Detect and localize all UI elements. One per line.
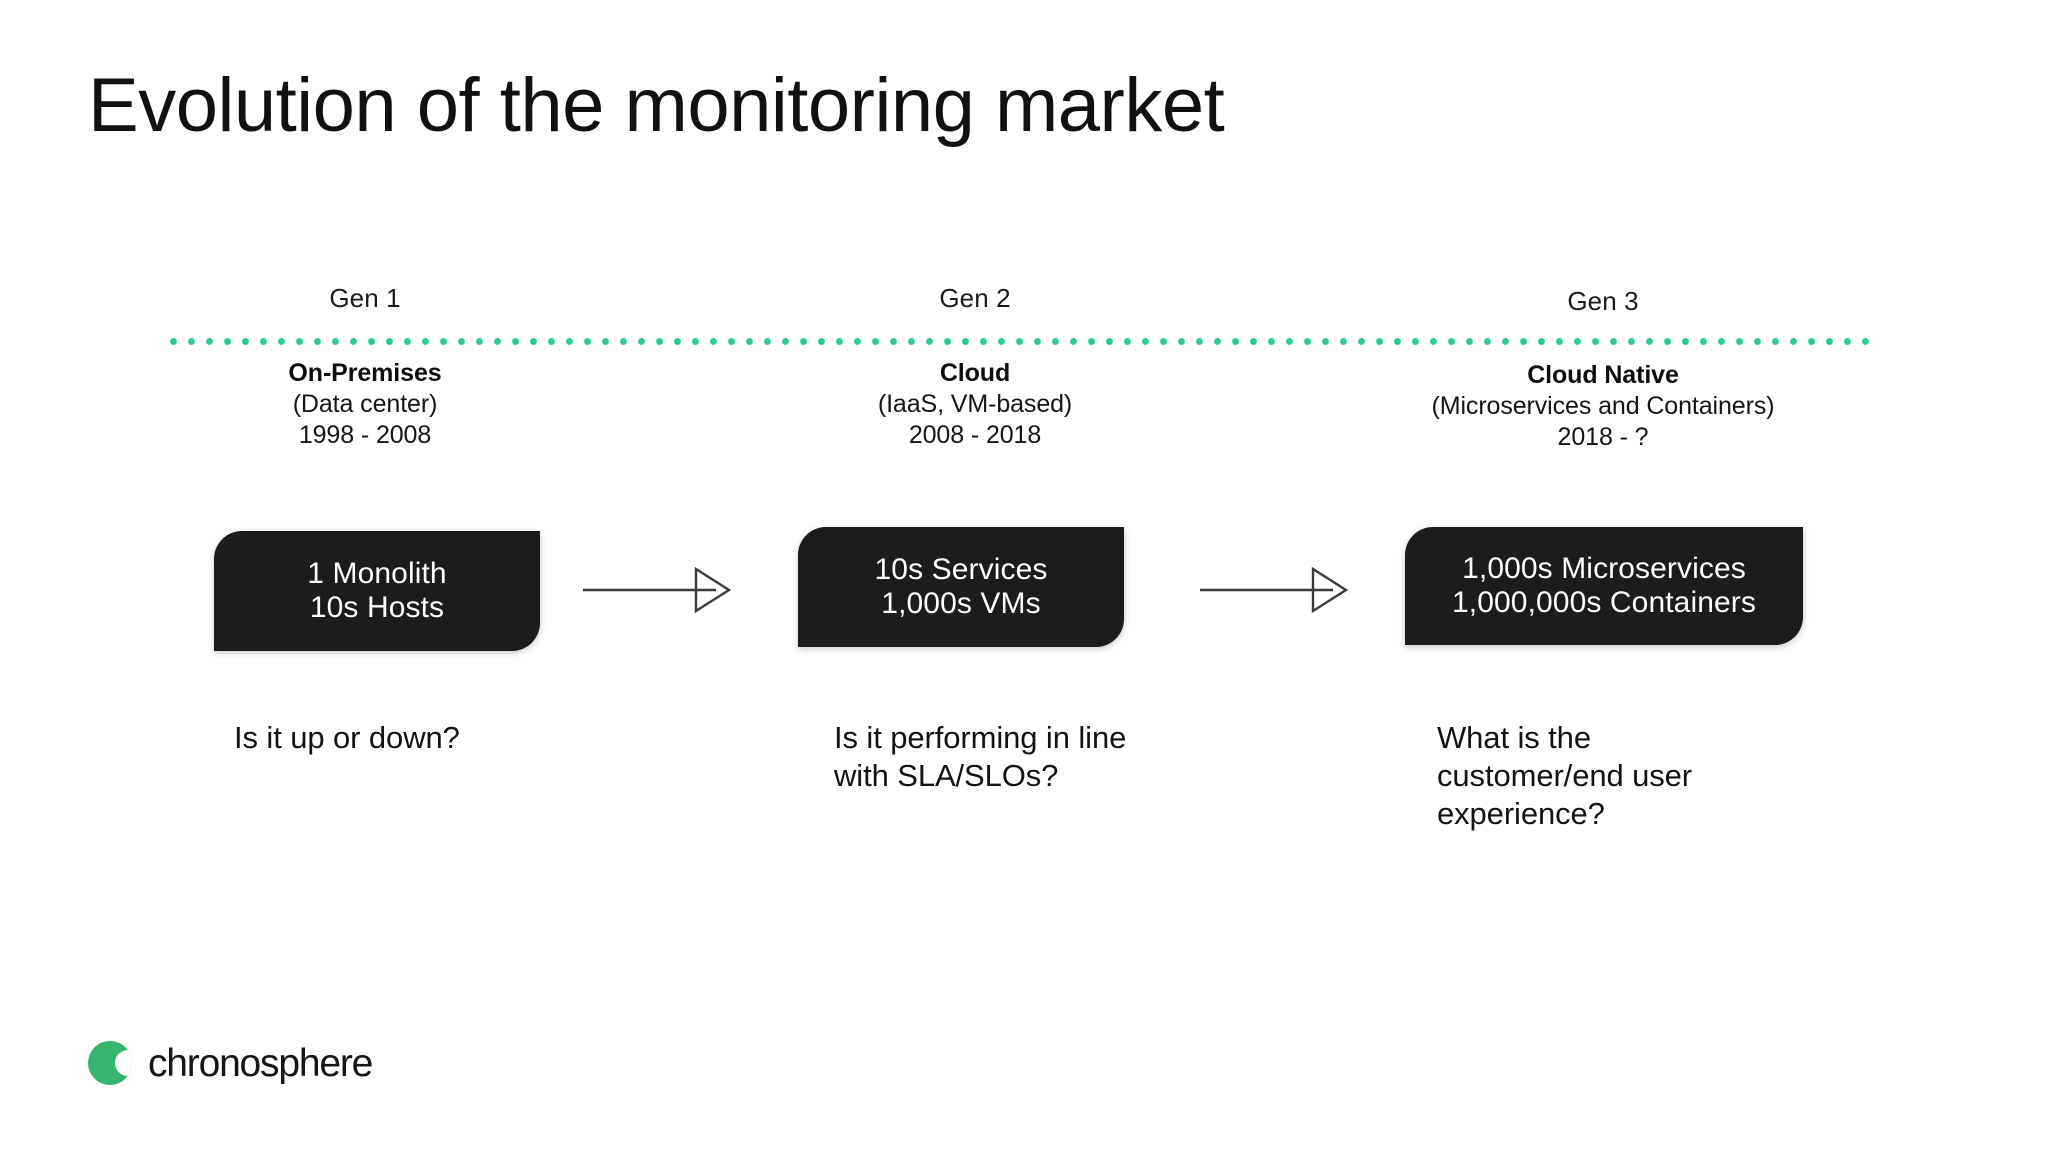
- generation-years-1: 1998 - 2008: [298, 421, 432, 449]
- question-caption-gen1: Is it up or down?: [234, 720, 460, 755]
- scale-box-gen3: 1,000s Microservices 1,000,000s Containe…: [1405, 527, 1803, 645]
- question-caption-gen3: What is the customer/end user experience…: [1437, 720, 1693, 831]
- generation-subtitle-3: (Microservices and Containers): [1431, 392, 1775, 420]
- generation-column-1: Gen 1 On-Premises (Data center) 1998 - 2…: [170, 285, 560, 451]
- generation-years-2: 2008 - 2018: [908, 421, 1042, 449]
- arrow-right-icon: [1200, 566, 1349, 614]
- chronosphere-mark-icon: [88, 1041, 132, 1085]
- generation-title-2: Cloud: [939, 359, 1011, 387]
- generation-column-3: Gen 3 Cloud Native (Microservices and Co…: [1318, 285, 1888, 453]
- generation-meta-2: Cloud (IaaS, VM-based) 2008 - 2018: [780, 358, 1170, 451]
- scale-box-gen2-line1: 10s Services: [874, 553, 1048, 586]
- generation-meta-1: On-Premises (Data center) 1998 - 2008: [170, 358, 560, 451]
- question-caption-gen2: Is it performing in line with SLA/SLOs?: [834, 720, 1127, 793]
- scale-box-gen1-line1: 1 Monolith: [307, 557, 447, 590]
- brand-wordmark: chronosphere: [148, 1041, 373, 1085]
- scale-box-gen2: 10s Services 1,000s VMs: [798, 527, 1124, 647]
- generation-label-2: Gen 2: [939, 283, 1011, 313]
- generation-subtitle-2: (IaaS, VM-based): [877, 390, 1073, 418]
- scale-box-gen3-line2: 1,000,000s Containers: [1452, 586, 1756, 619]
- generation-title-1: On-Premises: [288, 359, 442, 387]
- generation-subtitle-1: (Data center): [292, 390, 438, 418]
- arrow-right-icon: [583, 566, 732, 614]
- timeline-dotted-rule: [170, 338, 1870, 345]
- scale-box-gen3-line1: 1,000s Microservices: [1462, 552, 1746, 585]
- scale-box-gen1-line2: 10s Hosts: [309, 591, 445, 624]
- generation-years-3: 2018 - ?: [1557, 423, 1649, 451]
- scale-box-gen1: 1 Monolith 10s Hosts: [214, 531, 540, 651]
- page-title: Evolution of the monitoring market: [88, 63, 1225, 148]
- scale-box-gen2-line2: 1,000s VMs: [881, 587, 1041, 620]
- generation-label-3: Gen 3: [1567, 286, 1639, 316]
- generation-label-1: Gen 1: [329, 283, 401, 313]
- generation-title-3: Cloud Native: [1527, 361, 1679, 389]
- generation-column-2: Gen 2 Cloud (IaaS, VM-based) 2008 - 2018: [780, 285, 1170, 451]
- brand-logo: chronosphere: [88, 1041, 373, 1085]
- generation-meta-3: Cloud Native (Microservices and Containe…: [1318, 360, 1888, 453]
